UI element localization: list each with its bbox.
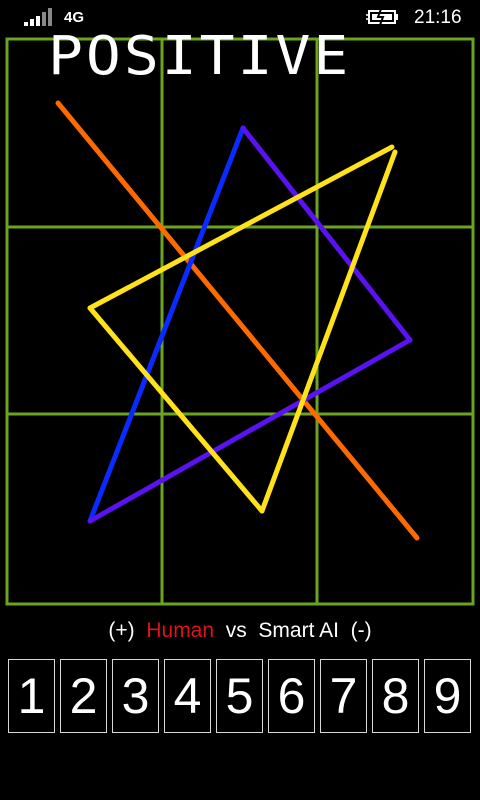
digit-key-9[interactable]: 9 xyxy=(424,659,471,733)
yellow-line-right xyxy=(259,149,398,514)
digit-row: 1 2 3 4 5 6 7 8 9 xyxy=(8,659,473,735)
digit-key-5[interactable]: 5 xyxy=(216,659,263,733)
players-line: (+) Human vs Smart AI (-) xyxy=(0,616,480,646)
blue-line xyxy=(87,125,246,524)
status-clock: 21:16 xyxy=(414,7,462,28)
game-board[interactable] xyxy=(0,0,480,620)
game-title: POSITIVE xyxy=(48,24,352,87)
digit-key-7[interactable]: 7 xyxy=(320,659,367,733)
yellow-line-left xyxy=(87,305,265,514)
plus-label: (+) xyxy=(108,619,135,642)
minus-label: (-) xyxy=(350,619,372,642)
signal-bars-icon xyxy=(24,8,52,26)
yellow-line-top xyxy=(87,144,395,311)
player-ai: Smart AI xyxy=(258,619,339,642)
violet-line-top xyxy=(240,125,413,343)
digit-key-2[interactable]: 2 xyxy=(60,659,107,733)
digit-key-1[interactable]: 1 xyxy=(8,659,55,733)
vs-label: vs xyxy=(225,619,247,642)
status-bar: 4G 21:16 xyxy=(0,0,480,34)
digit-key-8[interactable]: 8 xyxy=(372,659,419,733)
violet-line-bottom xyxy=(87,337,413,524)
battery-charging-icon xyxy=(366,9,398,25)
network-type-label: 4G xyxy=(64,9,85,26)
digit-key-4[interactable]: 4 xyxy=(164,659,211,733)
orange-line xyxy=(55,100,420,541)
grid-border xyxy=(5,37,475,606)
digit-key-6[interactable]: 6 xyxy=(268,659,315,733)
player-human: Human xyxy=(146,619,215,642)
digit-key-3[interactable]: 3 xyxy=(112,659,159,733)
